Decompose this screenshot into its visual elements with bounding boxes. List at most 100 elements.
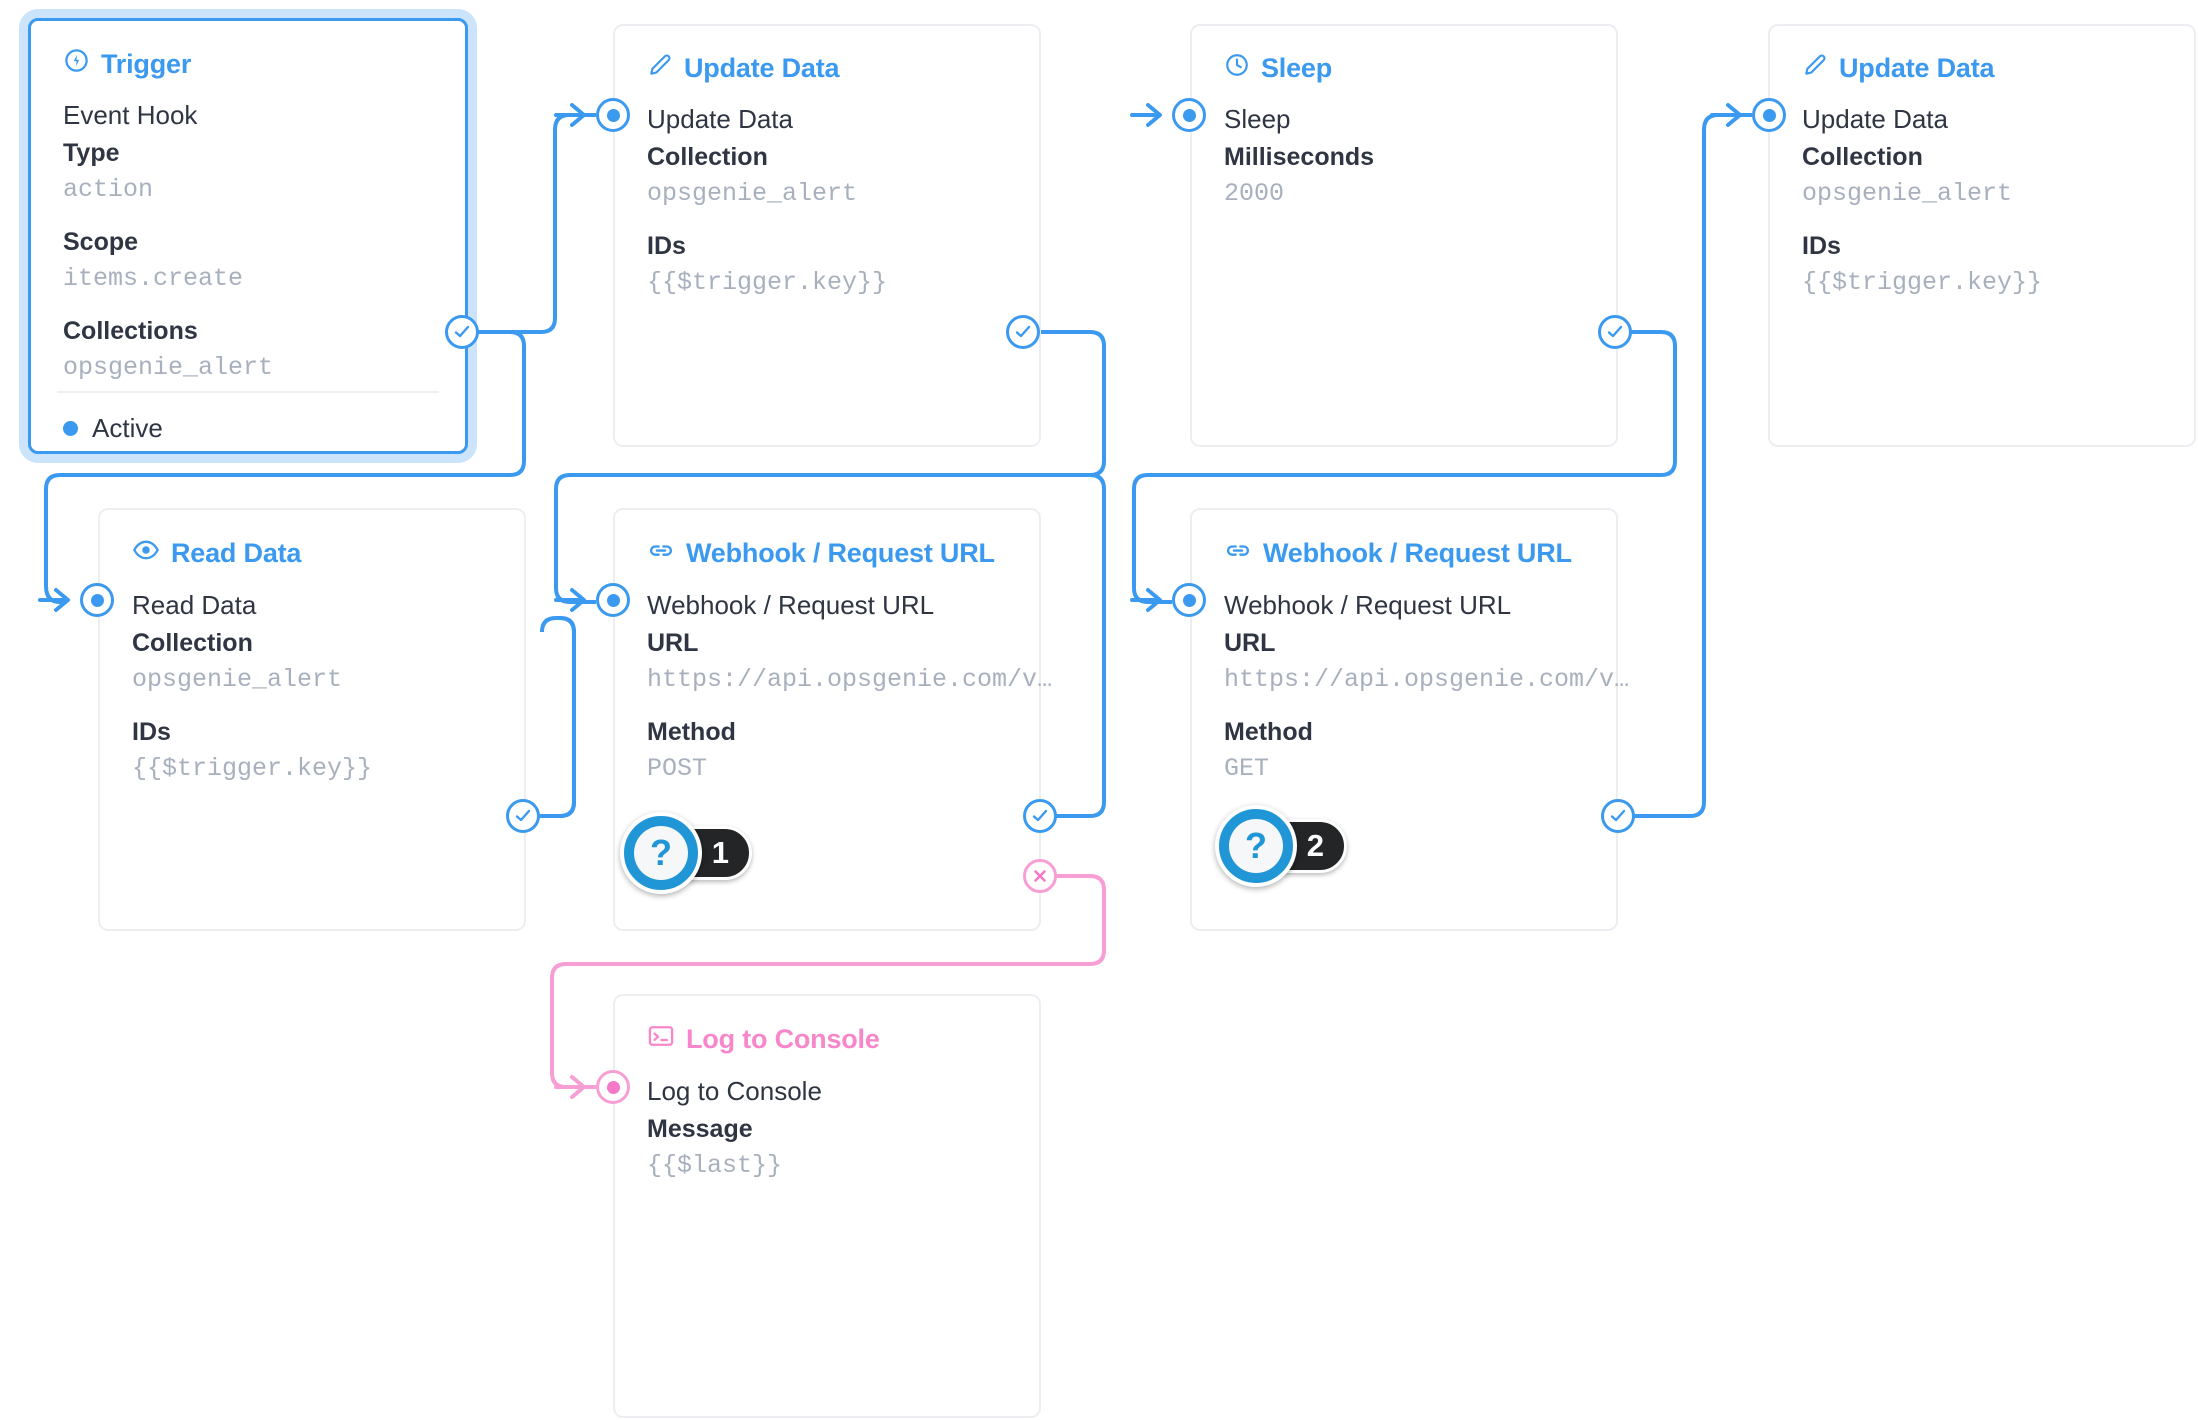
trigger-card-title: Trigger xyxy=(101,48,192,79)
node-card-trigger[interactable]: Trigger Event Hook Type action Scope ite… xyxy=(28,18,468,454)
webhook-get-input-port[interactable] xyxy=(1172,583,1206,617)
update-data-2-input-arrow xyxy=(1710,103,1742,127)
marker-1-number: 1 xyxy=(711,835,729,870)
update-data-1-field-label-ids: IDs xyxy=(647,231,686,260)
update-data-1-field-value-ids: {{$trigger.key}} xyxy=(647,268,888,298)
trigger-resolve-port[interactable] xyxy=(445,315,479,349)
update-data-2-field-label-ids: IDs xyxy=(1802,231,1841,260)
update-data-2-field-value-ids: {{$trigger.key}} xyxy=(1802,268,2043,298)
sleep-input-port[interactable] xyxy=(1172,98,1206,132)
update-data-2-card-header: Update Data xyxy=(1770,26,2194,85)
update-data-1-card-title: Update Data xyxy=(684,53,840,83)
trigger-field-value-type: action xyxy=(63,175,154,205)
webhook-get-input-arrow xyxy=(1130,588,1162,612)
update-data-1-subtitle: Update Data xyxy=(647,104,793,134)
marker-2-number: 2 xyxy=(1306,828,1324,863)
trigger-field-value-collections: opsgenie_alert xyxy=(63,353,274,383)
pencil-icon xyxy=(1802,52,1828,85)
webhook-post-field-value-method: POST xyxy=(647,754,708,784)
webhook-get-field-label-url: URL xyxy=(1224,628,1276,657)
read-data-field-label-collection: Collection xyxy=(132,628,253,657)
wire-webhook-get-to-update-data-2 xyxy=(1618,113,1752,818)
eye-icon xyxy=(132,536,160,571)
log-to-console-field-value-message: {{$last}} xyxy=(647,1151,783,1181)
webhook-post-input-arrow xyxy=(554,588,586,612)
trigger-field-label-scope: Scope xyxy=(63,227,139,256)
node-card-sleep[interactable]: Sleep Sleep Milliseconds 2000 xyxy=(1190,24,1618,447)
node-card-update-data-2[interactable]: Update Data Update Data Collection opsge… xyxy=(1768,24,2196,447)
read-data-field-label-ids: IDs xyxy=(132,717,171,746)
read-data-input-port[interactable] xyxy=(80,583,114,617)
update-data-2-field-label-collection: Collection xyxy=(1802,142,1923,171)
link-icon xyxy=(647,536,675,571)
update-data-2-card-title: Update Data xyxy=(1839,53,1995,83)
update-data-1-card-body: Update Data Collection opsgenie_alert ID… xyxy=(615,85,1039,301)
log-to-console-input-port[interactable] xyxy=(596,1070,630,1104)
sleep-card-header: Sleep xyxy=(1192,26,1616,85)
webhook-get-field-label-method: Method xyxy=(1224,717,1313,746)
webhook-get-field-value-url: https://api.opsgenie.com/v… xyxy=(1224,665,1630,695)
webhook-get-card-header: Webhook / Request URL xyxy=(1192,510,1616,571)
sleep-field-label-milliseconds: Milliseconds xyxy=(1224,142,1375,171)
pencil-icon xyxy=(647,52,673,85)
webhook-get-card-title: Webhook / Request URL xyxy=(1263,538,1572,568)
sleep-card-title: Sleep xyxy=(1261,53,1333,83)
update-data-2-input-port[interactable] xyxy=(1752,98,1786,132)
webhook-get-field-value-method: GET xyxy=(1224,754,1270,784)
read-data-card-header: Read Data xyxy=(100,510,524,571)
trigger-field-label-type: Type xyxy=(63,138,120,167)
update-data-1-resolve-port[interactable] xyxy=(1006,315,1040,349)
webhook-post-reject-port[interactable] xyxy=(1023,859,1057,893)
update-data-2-card-body: Update Data Collection opsgenie_alert ID… xyxy=(1770,85,2194,301)
trigger-field-label-collections: Collections xyxy=(63,316,198,345)
sleep-field-value-milliseconds: 2000 xyxy=(1224,179,1285,209)
log-to-console-card-header: Log to Console xyxy=(615,996,1039,1057)
read-data-resolve-port[interactable] xyxy=(506,799,540,833)
sleep-card-body: Sleep Milliseconds 2000 xyxy=(1192,85,1616,212)
webhook-post-resolve-port[interactable] xyxy=(1023,799,1057,833)
webhook-post-field-value-url: https://api.opsgenie.com/v… xyxy=(647,665,1053,695)
log-to-console-input-arrow xyxy=(554,1075,586,1099)
clock-icon xyxy=(1224,52,1250,85)
marker-1-question-circle[interactable]: ? xyxy=(620,812,702,894)
node-card-update-data-1[interactable]: Update Data Update Data Collection opsge… xyxy=(613,24,1041,447)
webhook-get-resolve-port[interactable] xyxy=(1601,799,1635,833)
sleep-resolve-port[interactable] xyxy=(1598,315,1632,349)
wire-trigger-to-update-data-1 xyxy=(478,113,596,334)
read-data-subtitle: Read Data xyxy=(132,590,257,620)
sleep-input-arrow xyxy=(1130,103,1162,127)
sleep-subtitle: Sleep xyxy=(1224,104,1291,134)
webhook-post-field-label-method: Method xyxy=(647,717,736,746)
update-data-1-input-port[interactable] xyxy=(596,98,630,132)
trigger-field-value-scope: items.create xyxy=(63,264,244,294)
marker-2-question-circle[interactable]: ? xyxy=(1215,805,1297,887)
trigger-status-badge: Active xyxy=(63,413,163,444)
node-card-log-to-console[interactable]: Log to Console Log to Console Message {{… xyxy=(613,994,1041,1418)
log-to-console-subtitle: Log to Console xyxy=(647,1076,822,1106)
node-card-read-data[interactable]: Read Data Read Data Collection opsgenie_… xyxy=(98,508,526,931)
trigger-status-label: Active xyxy=(92,413,163,443)
read-data-card-title: Read Data xyxy=(171,538,302,568)
log-to-console-card-title: Log to Console xyxy=(686,1024,880,1054)
webhook-post-subtitle: Webhook / Request URL xyxy=(647,590,935,620)
wire-read-data-to-webhook-post-b xyxy=(540,616,576,818)
webhook-get-subtitle: Webhook / Request URL xyxy=(1224,590,1512,620)
webhook-get-card-body: Webhook / Request URL URL https://api.op… xyxy=(1192,571,1630,787)
bolt-circle-icon xyxy=(63,47,90,81)
status-dot-icon xyxy=(63,421,78,436)
webhook-post-input-port[interactable] xyxy=(596,583,630,617)
wire-read-data-to-webhook-post xyxy=(540,616,576,818)
node-card-webhook-get[interactable]: Webhook / Request URL Webhook / Request … xyxy=(1190,508,1630,931)
wire-webhook-post-to-update-data-1 xyxy=(1040,473,1106,818)
update-data-1-card-header: Update Data xyxy=(615,26,1039,85)
update-data-1-field-value-collection: opsgenie_alert xyxy=(647,179,858,209)
webhook-post-card-header: Webhook / Request URL xyxy=(615,510,1039,571)
webhook-post-card-title: Webhook / Request URL xyxy=(686,538,995,568)
webhook-post-field-label-url: URL xyxy=(647,628,699,657)
log-to-console-field-label-message: Message xyxy=(647,1114,753,1143)
update-data-2-field-value-collection: opsgenie_alert xyxy=(1802,179,2013,209)
trigger-card-divider xyxy=(57,391,439,393)
question-mark-icon: ? xyxy=(1229,819,1283,873)
read-data-card-body: Read Data Collection opsgenie_alert IDs … xyxy=(100,571,524,787)
